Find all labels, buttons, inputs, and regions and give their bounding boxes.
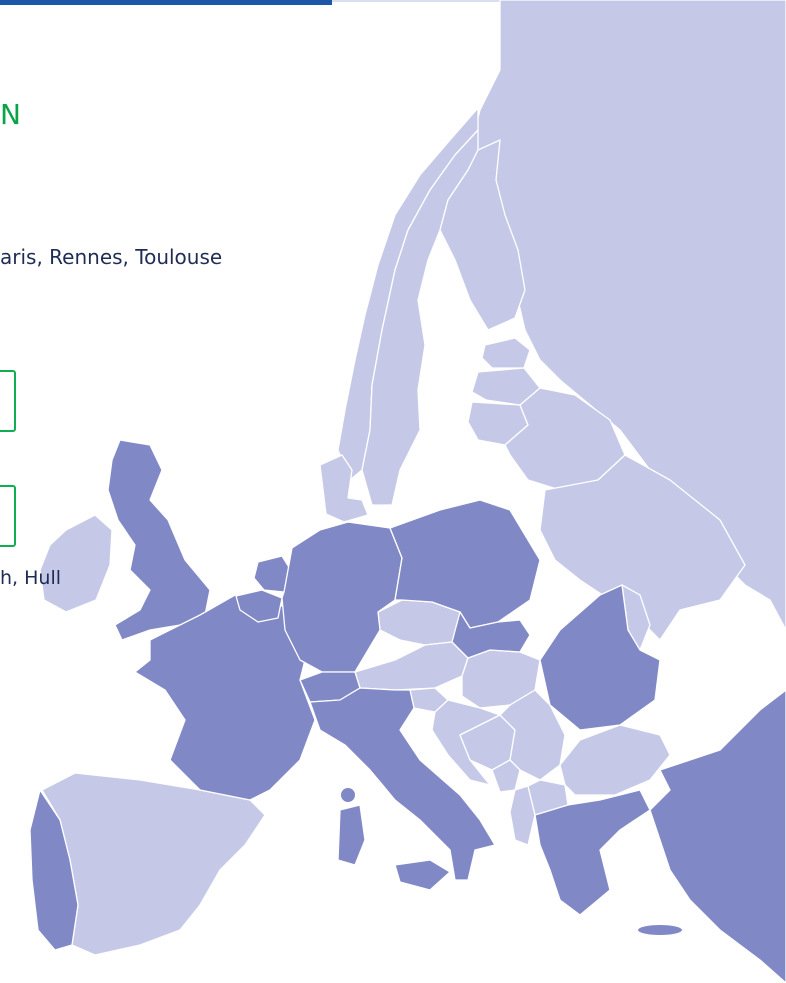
map-country-ireland xyxy=(39,514,113,613)
map-country-greece xyxy=(534,789,651,916)
map-country-belgium xyxy=(235,589,283,623)
outline-box-1[interactable] xyxy=(0,370,16,432)
map-country-portugal xyxy=(29,789,79,951)
map-country-slovakia xyxy=(451,611,531,659)
cities-line-uk: h, Hull xyxy=(0,567,62,589)
map-country-romania xyxy=(539,584,661,731)
map-island-sardinia xyxy=(337,804,366,866)
map-country-spain xyxy=(41,772,266,956)
section-heading: N xyxy=(0,98,22,131)
map-country-estonia xyxy=(481,337,531,369)
map-country-italy xyxy=(309,687,496,881)
map-country-united-kingdom xyxy=(107,439,211,641)
top-accent-bar xyxy=(0,0,332,5)
map-island-sicily xyxy=(394,859,451,891)
map-country-germany xyxy=(281,521,403,673)
map-country-bulgaria xyxy=(559,724,671,796)
map-island-corsica xyxy=(341,788,355,802)
map-country-denmark xyxy=(319,454,369,523)
map-country-austria xyxy=(354,641,469,691)
outline-box-2[interactable] xyxy=(0,485,16,547)
map-country-ukraine xyxy=(539,454,746,641)
map-country-finland xyxy=(439,139,526,331)
map-country-turkey xyxy=(649,689,786,983)
map-island-crete xyxy=(638,925,682,935)
cities-line-france: aris, Rennes, Toulouse xyxy=(0,245,223,269)
map-country-montenegro xyxy=(491,759,521,793)
